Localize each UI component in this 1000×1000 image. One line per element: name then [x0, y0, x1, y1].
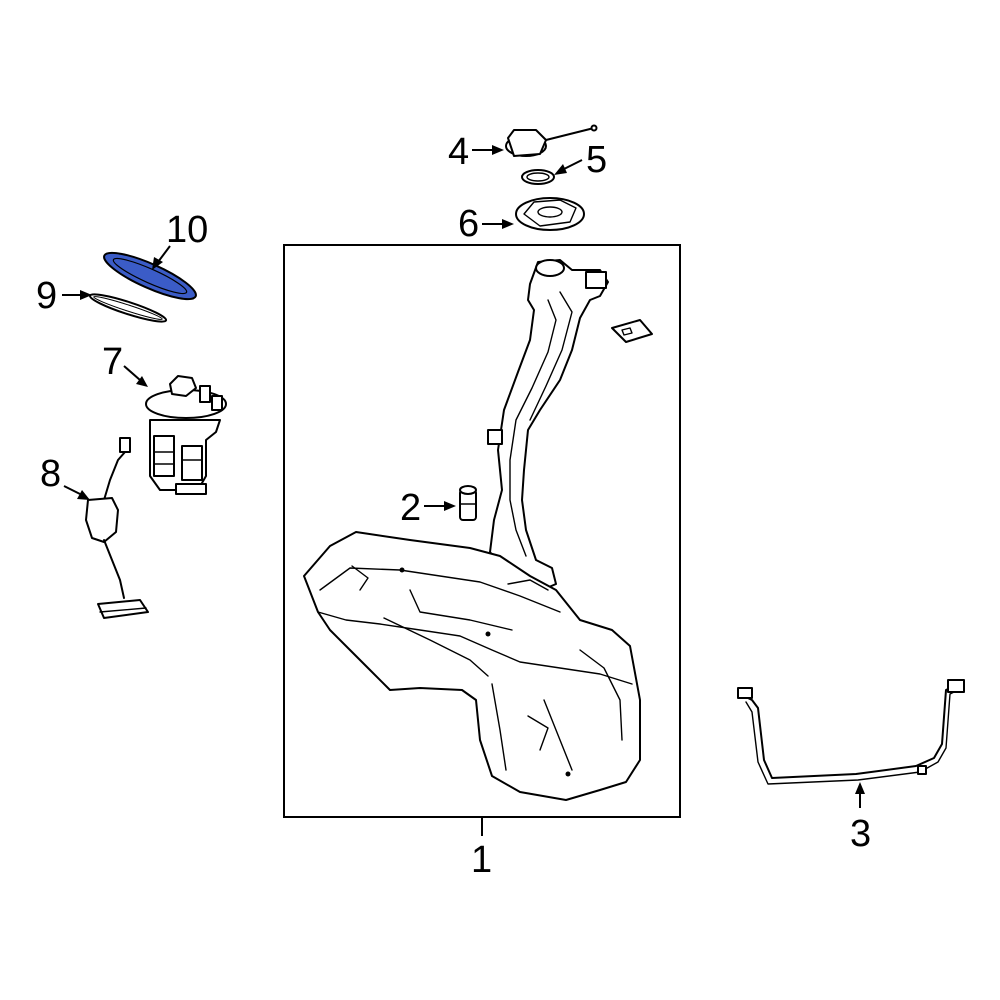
lock-ring: [505, 124, 598, 157]
callout-4: 4: [448, 131, 469, 173]
callout-6: 6: [458, 203, 479, 245]
callout-5: 5: [586, 139, 607, 181]
tank-strap: [737, 679, 965, 785]
callout-2: 2: [400, 487, 421, 529]
fuel-level-sender: [85, 437, 149, 619]
o-ring: [88, 293, 168, 323]
grommet: [459, 485, 477, 521]
fuel-tank: [303, 531, 641, 801]
fuel-pump-module: [145, 375, 227, 495]
callout-7-arrow: [123, 365, 141, 381]
pump-cover: [515, 197, 585, 231]
callout-8-arrow: [63, 485, 81, 495]
callout-5-arrow: [561, 159, 583, 171]
callout-10-arrow: [157, 245, 171, 263]
callout-10: 10: [166, 209, 208, 251]
callout-7: 7: [102, 341, 123, 383]
filler-pad: [611, 319, 653, 343]
filler-neck: [487, 259, 609, 591]
callout-1: 1: [471, 839, 492, 881]
callout-9: 9: [36, 275, 57, 317]
callout-3: 3: [850, 813, 871, 855]
callout-8: 8: [40, 453, 61, 495]
seal-ring: [521, 169, 555, 185]
